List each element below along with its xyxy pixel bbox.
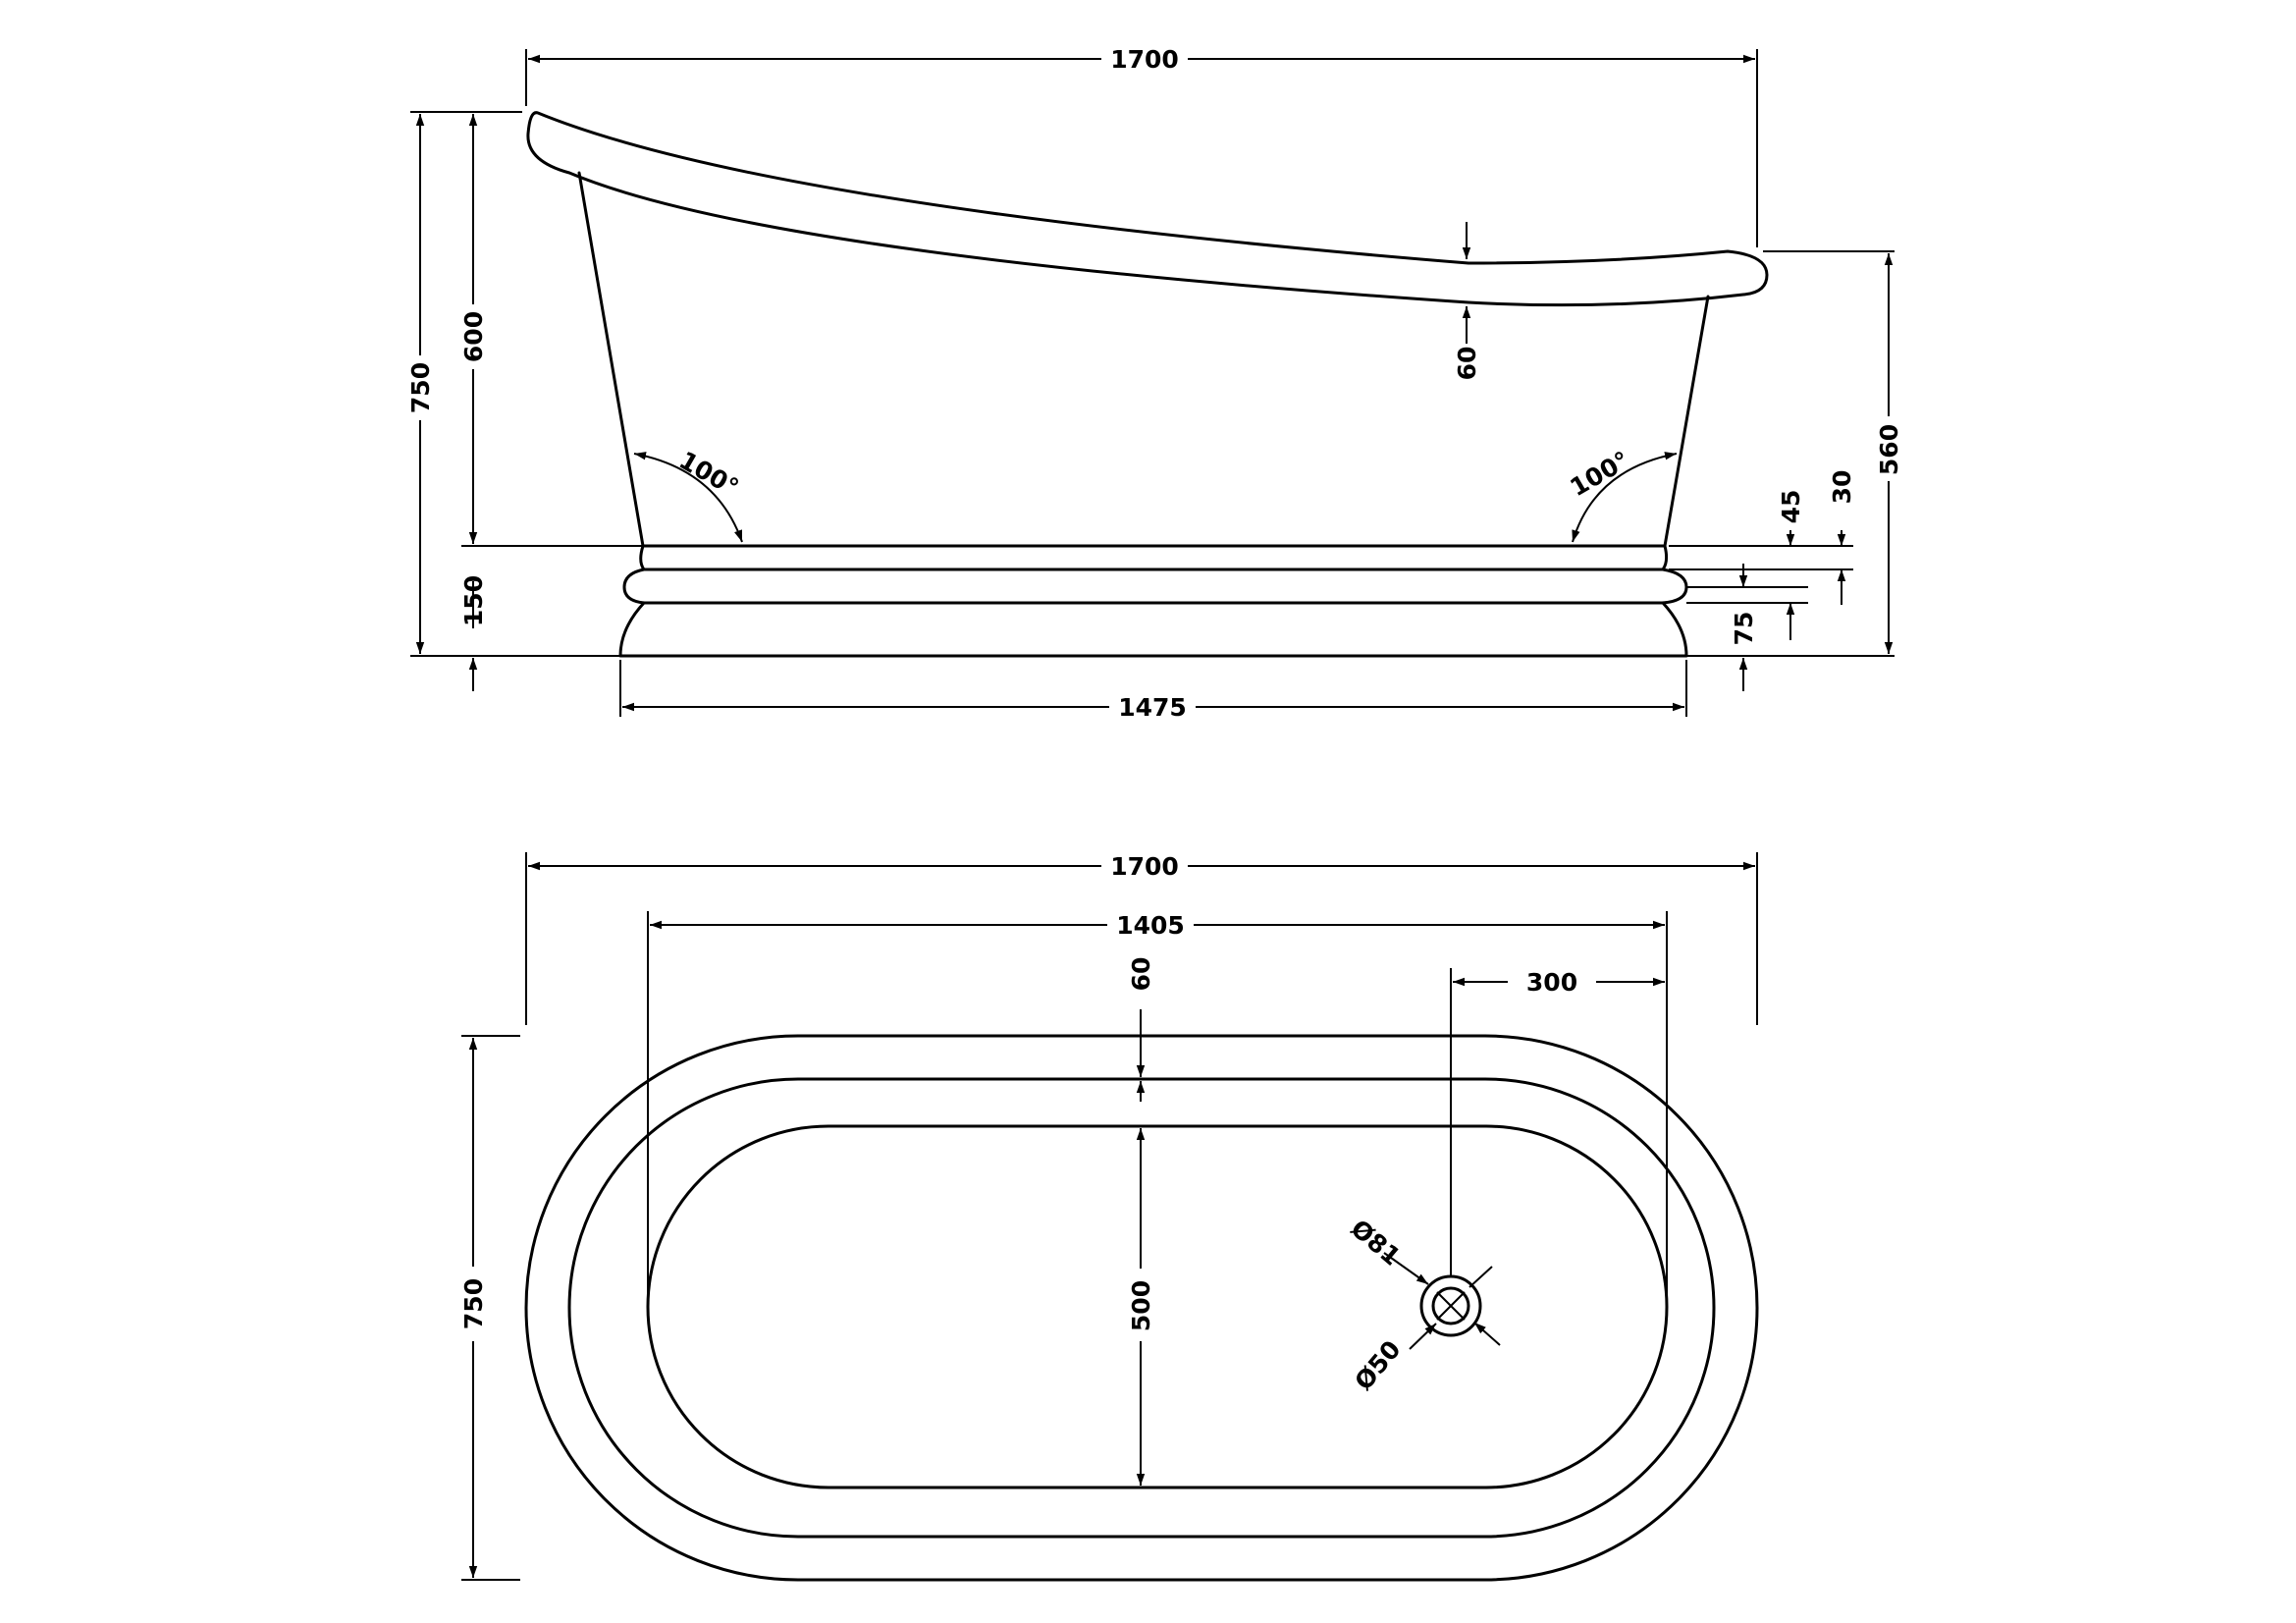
side-view-plinth-base: [618, 601, 1688, 658]
plan-view: 1700 1405 300 60 500 750 Ø81 Ø50: [459, 852, 1759, 1582]
side-view-body-right: [1663, 295, 1710, 548]
dim-side-plinth-length: 1475: [1118, 693, 1187, 722]
plan-view-waste-outer: [1419, 1274, 1482, 1337]
dim-plan-overall-length: 1700: [1110, 852, 1179, 881]
dim-plan-waste-offset: 300: [1526, 968, 1577, 997]
dim-side-bowl-height: 600: [459, 311, 488, 362]
dim-plan-rim-width: 60: [1127, 957, 1155, 992]
dim-side-45: 45: [1777, 490, 1805, 524]
dim-plan-inner-width: 500: [1127, 1280, 1155, 1331]
side-view-body-left: [577, 171, 645, 548]
dim-side-rim-thickness: 60: [1453, 347, 1481, 381]
dim-plan-inner-length: 1405: [1116, 911, 1185, 940]
side-view: 1700 750 600 150 60 100° 100° 560 45: [406, 45, 1903, 722]
plan-view-mid-rim: [567, 1077, 1716, 1539]
plan-view-waste-inner: [1431, 1286, 1470, 1325]
dim-side-foot-height: 560: [1875, 424, 1903, 475]
dim-side-30: 30: [1828, 470, 1856, 505]
dim-side-75: 75: [1730, 612, 1758, 646]
dim-side-overall-length: 1700: [1110, 45, 1179, 74]
dim-side-overall-height: 750: [406, 362, 435, 413]
dim-side-plinth-height: 150: [459, 575, 488, 626]
side-view-rim: [526, 111, 1769, 307]
side-view-plinth-roll: [622, 568, 1688, 605]
side-view-plinth-top-band: [639, 544, 1669, 571]
dim-plan-waste-inner-dia: Ø50: [1349, 1335, 1406, 1396]
plan-view-inner-bowl: [646, 1124, 1669, 1489]
dim-plan-overall-width: 750: [459, 1278, 488, 1329]
dim-side-angle-left: 100°: [674, 446, 744, 502]
